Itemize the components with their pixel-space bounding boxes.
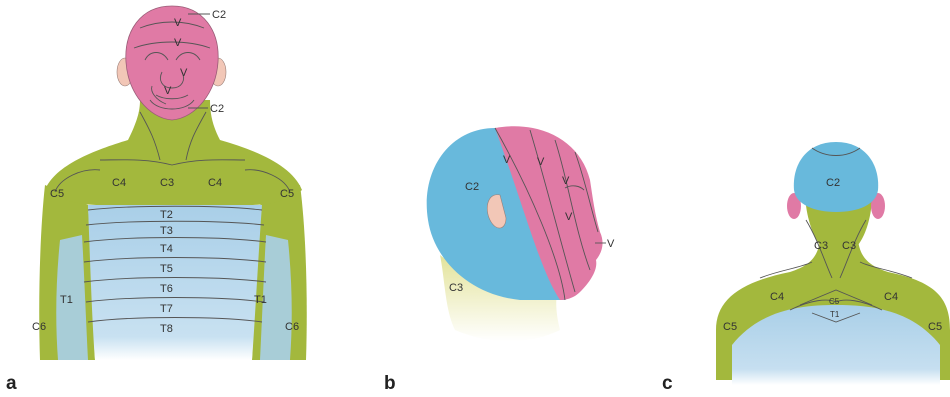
label-c-c5-right: C5 [928, 321, 942, 333]
label-c-c5-center: C5 [829, 297, 840, 306]
label-a-c2-top: C2 [212, 9, 226, 21]
torso-thoracic [88, 205, 262, 360]
label-a-c2-neck: C2 [210, 103, 224, 115]
label-c-c4-left: C4 [770, 291, 784, 303]
label-a-t1-right: T1 [254, 294, 267, 306]
label-a-v2: V [174, 37, 182, 49]
label-b-v5: V [607, 238, 615, 250]
label-a-v4: V [164, 85, 172, 97]
label-c-c5-left: C5 [723, 321, 737, 333]
label-c-t1: T1 [830, 310, 840, 319]
panel-c-back-view: C2 C3 C3 C4 C4 C5 T1 C5 C5 c [662, 142, 950, 394]
panel-a-front-view: C2 V V V V C2 C4 C3 C4 C5 C5 T2 T3 T4 T5… [6, 6, 307, 394]
label-a-c5-left: C5 [50, 188, 64, 200]
label-c-c4-right: C4 [884, 291, 898, 303]
label-b-v2: V [537, 156, 545, 168]
label-a-t4: T4 [160, 243, 173, 255]
label-a-c4-right: C4 [208, 177, 222, 189]
label-a-t2: T2 [160, 209, 173, 221]
label-a-c6-left: C6 [32, 321, 46, 333]
label-a-v3: V [180, 67, 188, 79]
label-a-t8: T8 [160, 323, 173, 335]
label-a-v1: V [174, 17, 182, 29]
label-a-c6-right: C6 [285, 321, 299, 333]
label-c-c3-left: C3 [814, 240, 828, 252]
panel-b-side-view: C2 V V V V V C3 b [384, 126, 615, 394]
panel-letter-a: a [6, 373, 17, 394]
panel-letter-b: b [384, 373, 396, 394]
panel-letter-c: c [662, 373, 673, 394]
label-c-c2: C2 [826, 177, 840, 189]
label-a-t7: T7 [160, 303, 173, 315]
label-a-c3: C3 [160, 177, 174, 189]
label-b-v4: V [565, 211, 573, 223]
label-b-v1: V [503, 154, 511, 166]
label-b-c3: C3 [449, 282, 463, 294]
label-c-c3-right: C3 [842, 240, 856, 252]
label-a-c4-left: C4 [112, 177, 126, 189]
label-a-t3: T3 [160, 225, 173, 237]
label-a-t6: T6 [160, 283, 173, 295]
label-a-t1-left: T1 [60, 294, 73, 306]
label-a-c5-right: C5 [280, 188, 294, 200]
label-b-c2: C2 [465, 181, 479, 193]
label-a-t5: T5 [160, 263, 173, 275]
label-b-v3: V [562, 175, 570, 187]
